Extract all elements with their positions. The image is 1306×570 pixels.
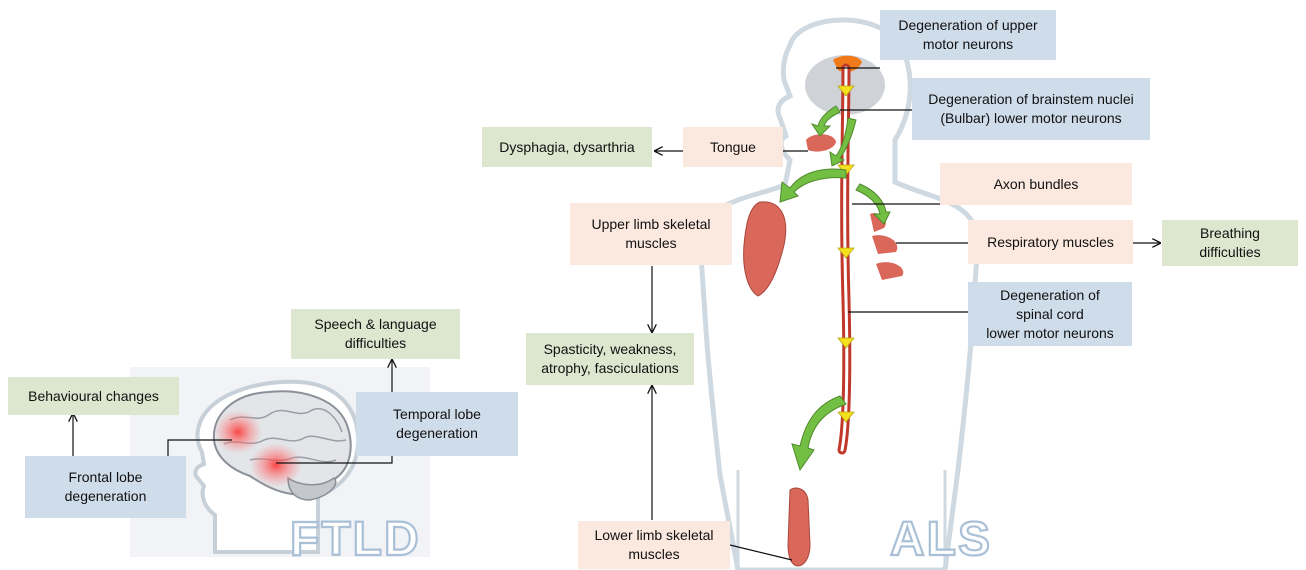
upper-motor-neurons-box: Degeneration of upper motor neurons [880,10,1056,60]
spinal-cord-box: Degeneration of spinal cord lower motor … [968,282,1132,346]
upper-limb-muscles-box: Upper limb skeletal muscles [570,203,732,265]
behavioural-changes-box: Behavioural changes [8,377,179,415]
tongue-box: Tongue [683,127,783,167]
dysphagia-box: Dysphagia, dysarthria [482,127,652,167]
ftld-title: FTLD [290,513,421,566]
speech-language-box: Speech & language difficulties [291,309,460,359]
als-title: ALS [890,513,992,566]
axon-bundles-box: Axon bundles [940,163,1132,205]
breathing-difficulties-box: Breathing difficulties [1162,220,1298,266]
lower-limb-muscles-box: Lower limb skeletal muscles [578,521,730,569]
brainstem-nuclei-box: Degeneration of brainstem nuclei (Bulbar… [912,78,1150,140]
spasticity-box: Spasticity, weakness, atrophy, fascicula… [526,333,694,385]
frontal-lobe-box: Frontal lobe degeneration [25,456,186,518]
temporal-lobe-box: Temporal lobe degeneration [356,392,518,456]
respiratory-muscles-box: Respiratory muscles [968,220,1133,264]
lower-limb-muscle-icon [788,488,810,566]
